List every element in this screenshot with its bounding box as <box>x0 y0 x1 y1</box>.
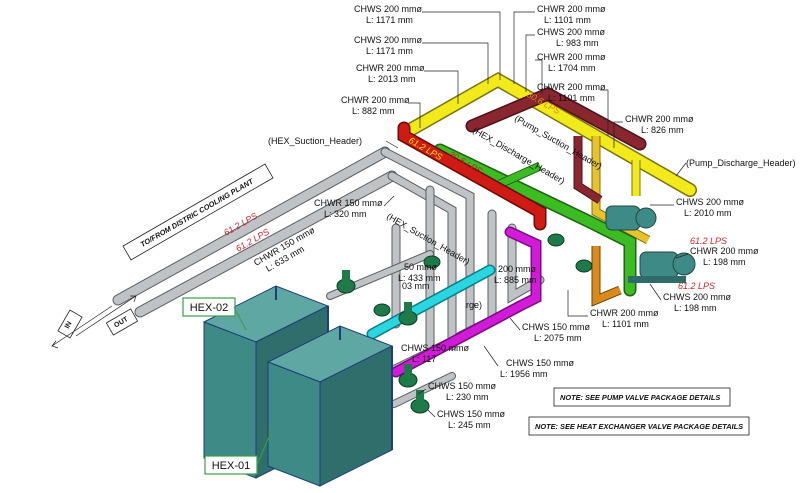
note-hex-valve-package: NOTE: SEE HEAT EXCHANGER VALVE PACKAGE D… <box>528 416 750 436</box>
valve-icon <box>410 390 430 414</box>
valve-icon <box>398 364 418 388</box>
pump-icon <box>605 205 657 231</box>
callout-c20-line2: L: 245 mm <box>448 420 491 430</box>
flow-label-pump-2: 61.2 LPS <box>678 281 715 291</box>
svg-text:HEX-02: HEX-02 <box>190 302 229 314</box>
callout-c5-line2: L: 1101 mm <box>544 15 591 25</box>
callout-c23-line1: 03 mm <box>402 281 430 291</box>
callout-c19-line1: CHWS 150 mmø <box>428 381 497 391</box>
callout-c19-line2: L: 230 mm <box>446 392 489 402</box>
callout-c2-line1: CHWS 200 mmø <box>354 35 423 45</box>
callout-c9-line1: CHWR 200 mmø <box>625 114 694 124</box>
green-header <box>433 143 637 297</box>
orange-riser <box>591 246 622 307</box>
pump-icon <box>628 251 696 283</box>
callout-c4-line1: CHWR 200 mmø <box>341 95 410 105</box>
callout-c7-line2: L: 1704 mm <box>548 63 596 73</box>
callout-c13-line1: CHWS 200 mmø <box>663 292 732 302</box>
valve-icon <box>575 259 593 273</box>
callout-c13-line2: L: 198 mm <box>674 303 717 313</box>
callout-c3-line2: L: 2013 mm <box>368 74 416 84</box>
callout-c1-line1: CHWS 200 mmø <box>354 4 423 14</box>
callout-c16-line2: L: 2075 mm <box>534 333 582 343</box>
hex-02-tag: HEX-02 <box>182 297 247 331</box>
svg-text:HEX-01: HEX-01 <box>212 460 251 472</box>
pumps <box>605 205 696 283</box>
callout-c18-line2: L: 117 <box>412 354 436 364</box>
callout-c11-line1: CHWS 200 mmø <box>676 197 745 207</box>
callout-c15-line2: L: 1101 mm <box>602 319 649 329</box>
maroon-header <box>465 86 647 204</box>
callout-c4-line2: L: 882 mm <box>352 106 395 116</box>
callout-c16-line1: CHWS 150 mmø <box>522 322 591 332</box>
callout-c21-line1: 200 mmø <box>498 264 537 274</box>
callout-c9-line2: L: 826 mm <box>641 125 684 135</box>
callout-c20-line1: CHWS 150 mmø <box>437 409 506 419</box>
callout-c1-line2: L: 1171 mm <box>366 15 413 25</box>
callout-c10-line1: CHWR 150 mmø <box>314 198 383 208</box>
hex-01-unit <box>266 325 394 487</box>
callout-c11-line2: L: 2010 mm <box>684 208 732 218</box>
valve-icon <box>423 255 441 269</box>
callout-c5-line1: CHWR 200 mmø <box>537 4 606 14</box>
valve-icon <box>547 233 565 247</box>
label-pump-discharge-header: (Pump_Discharge_Header) <box>686 158 796 168</box>
flow-label-pump-1: 61.2 LPS <box>690 236 727 246</box>
callout-c10-line2: L: 320 mm <box>324 209 367 219</box>
callout-c15-line1: CHWR 200 mmø <box>590 308 659 318</box>
valve-icon <box>336 270 356 294</box>
hex-01-tag: HEX-01 <box>204 429 273 475</box>
svg-text:NOTE: SEE PUMP VALVE PACKAGE D: NOTE: SEE PUMP VALVE PACKAGE DETAILS <box>560 393 720 402</box>
callout-c12-line2: L: 198 mm <box>703 257 746 267</box>
valves <box>336 233 593 414</box>
svg-text:NOTE: SEE HEAT EXCHANGER VALVE: NOTE: SEE HEAT EXCHANGER VALVE PACKAGE D… <box>535 422 743 431</box>
callout-c22-line2: L: 433 mm <box>398 273 441 283</box>
callout-c18-line1: CHWS 150 mmø <box>401 343 470 353</box>
direction-in-label: IN <box>64 320 74 330</box>
callout-c21-line2: L: 885 mm <box>494 275 537 285</box>
callout-c24-line1: rge) <box>466 300 482 310</box>
callout-c6-line2: L: 983 mm <box>556 38 599 48</box>
magenta-branch <box>390 226 542 378</box>
callout-c3-line1: CHWR 200 mmø <box>356 63 425 73</box>
callout-c8-line2: L: 1101 mm <box>548 93 595 103</box>
valve-icon <box>373 303 391 317</box>
label-hex-suction-header: (HEX_Suction_Header) <box>268 136 362 146</box>
cyan-branch <box>366 264 496 340</box>
yellow-chws-header <box>403 71 697 244</box>
plant-banner-box <box>122 163 274 261</box>
valve-icon <box>398 302 418 326</box>
red-chwr-header <box>397 121 547 231</box>
callout-c6-line1: CHWS 200 mmø <box>537 27 606 37</box>
callout-c7-line1: CHWR 200 mmø <box>537 52 606 62</box>
callout-c12-line1: CHWR 200 mmø <box>690 246 759 256</box>
callout-c22-line1: 50 mmø <box>404 262 438 272</box>
note-pump-valve-package: NOTE: SEE PUMP VALVE PACKAGE DETAILS <box>553 387 731 407</box>
callout-c17-line1: CHWS 150 mmø <box>506 358 575 368</box>
callout-c2-line2: L: 1171 mm <box>366 46 413 56</box>
callout-c8-line1: CHWR 200 mmø <box>537 82 606 92</box>
callout-c17-line2: L: 1956 mm <box>500 369 548 379</box>
